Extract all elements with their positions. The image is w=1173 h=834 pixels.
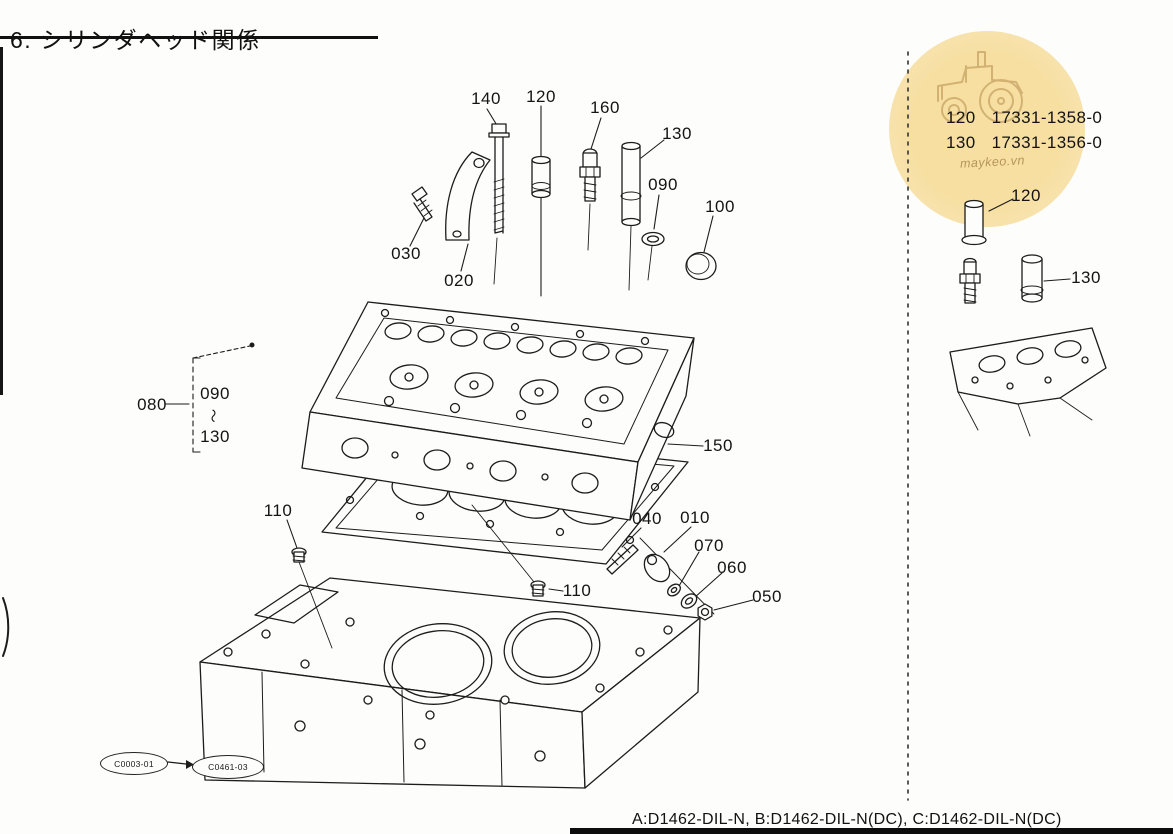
callout-160: 160	[590, 98, 620, 117]
callout-090-range-start: 090	[200, 384, 230, 403]
page-edge-scan-line	[0, 47, 3, 395]
range-tilde: 〜	[205, 408, 221, 424]
stamp-arrow-icon	[167, 760, 194, 769]
small-parts-bottom	[291, 544, 713, 621]
engine-block-drawing	[199, 577, 701, 789]
part-number: 17331-1356-0	[991, 133, 1103, 152]
part-ref: 120	[946, 108, 976, 127]
callout-140: 140	[471, 89, 501, 108]
callout-120: 120	[526, 87, 556, 106]
tractor-watermark-icon	[937, 51, 1023, 123]
callout-040: 040	[632, 509, 662, 528]
cylinder-head-drawing	[301, 301, 695, 521]
footer-model-codes: A:D1462-DIL-N, B:D1462-DIL-N(DC), C:D146…	[632, 811, 1062, 828]
callout-110-center: 110	[562, 581, 592, 600]
part-list-row: 120 17331-1358-0	[946, 108, 1102, 128]
callout-010: 010	[680, 508, 710, 527]
callout-130-right: 130	[1071, 268, 1101, 287]
callout-070: 070	[694, 536, 724, 555]
leader-lines	[165, 105, 1071, 649]
part-number: 17331-1358-0	[991, 108, 1103, 127]
page-curl-artifact	[2, 597, 10, 657]
page-title: 6. シリンダヘッド関係	[10, 27, 261, 54]
callout-130-range-end: 130	[200, 427, 230, 446]
callout-080: 080	[137, 395, 167, 414]
stamp-oval-left: C0003-01	[100, 752, 168, 775]
callout-030: 030	[391, 244, 421, 263]
callout-100: 100	[705, 197, 735, 216]
title-underline	[0, 36, 378, 39]
part-list-row: 130 17331-1356-0	[946, 133, 1102, 153]
callout-020: 020	[444, 271, 474, 290]
highlight-circle	[889, 31, 1085, 227]
callout-090: 090	[648, 175, 678, 194]
callout-050: 050	[752, 587, 782, 606]
callout-120-right: 120	[1011, 186, 1041, 205]
page-bottom-bar	[570, 828, 1173, 834]
right-panel-parts	[949, 199, 1107, 437]
callout-130: 130	[662, 124, 692, 143]
part-ref: 130	[946, 133, 976, 152]
stamp-oval-right: C0461-03	[192, 755, 264, 779]
callout-150: 150	[703, 436, 733, 455]
callout-110-left: 110	[263, 501, 293, 520]
callout-060: 060	[717, 558, 747, 577]
small-parts-top	[411, 123, 717, 281]
